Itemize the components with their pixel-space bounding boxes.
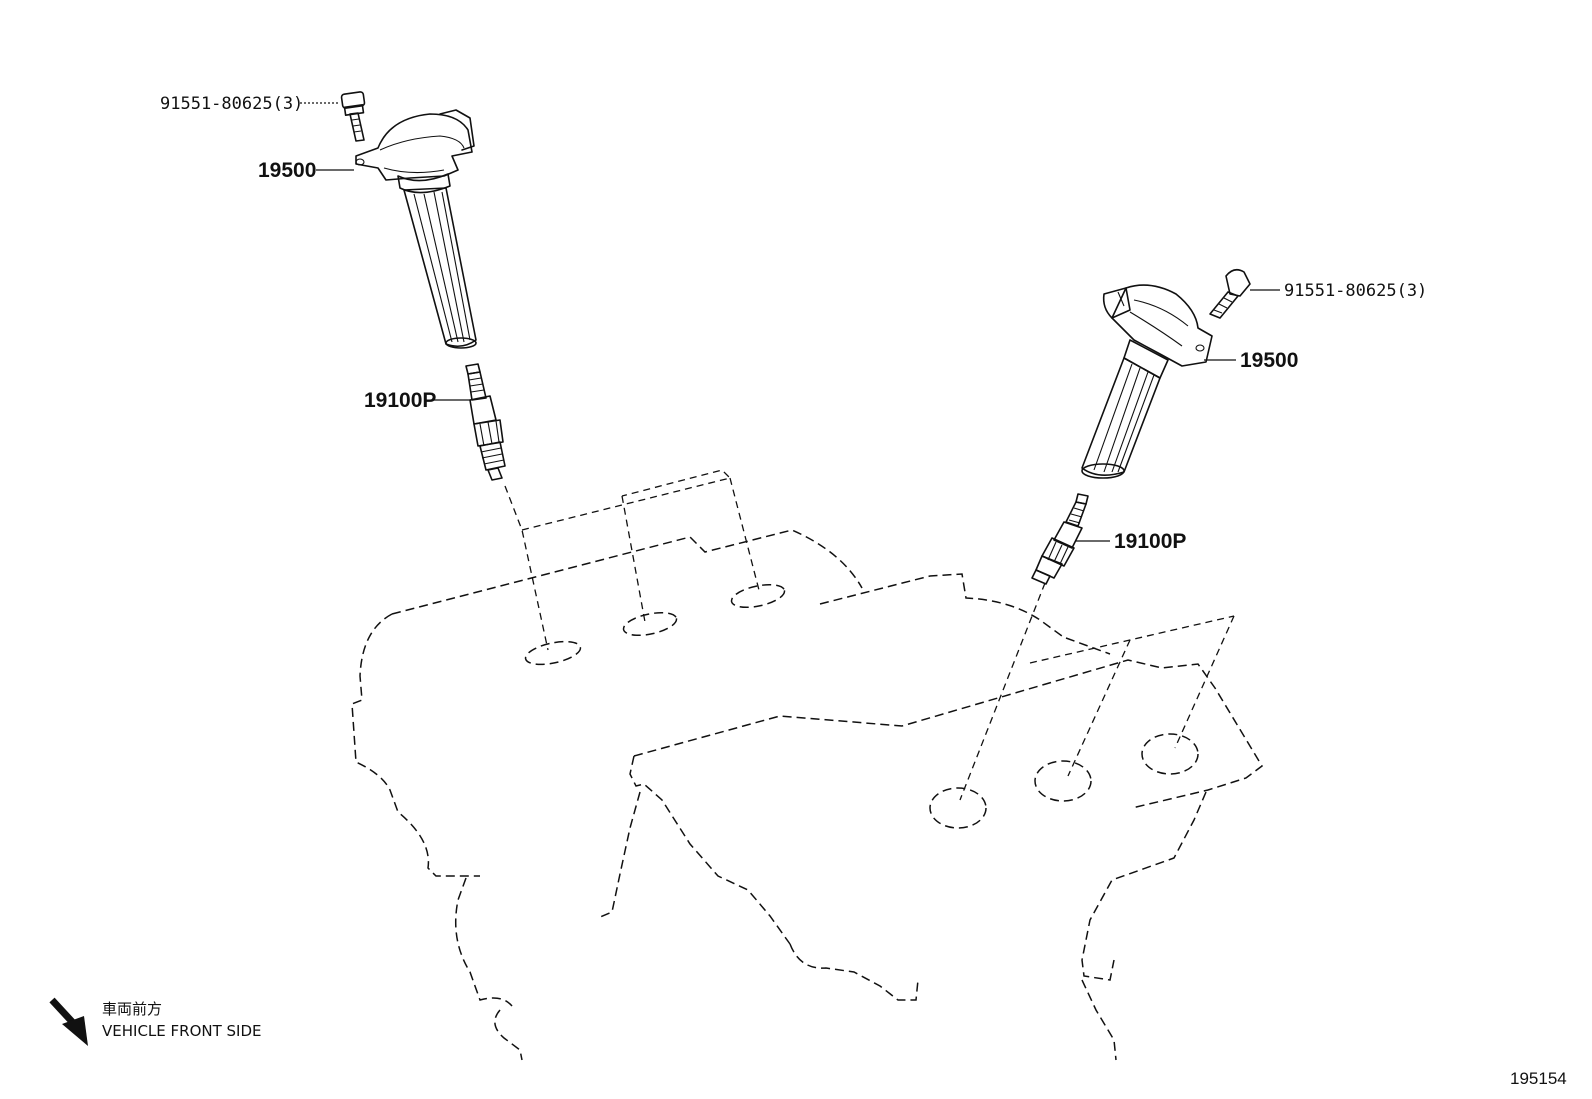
left-spark-plug xyxy=(465,363,506,481)
orientation-indicator: 車両前方 VEHICLE FRONT SIDE xyxy=(49,997,262,1046)
leader-lines xyxy=(300,102,1280,542)
label-bolt-left: 91551-80625(3) xyxy=(160,94,303,114)
left-bank-plug-wells xyxy=(524,583,786,666)
label-coil-right: 19500 xyxy=(1240,349,1298,372)
right-spark-plug xyxy=(1031,493,1089,585)
label-coil-left: 19500 xyxy=(258,159,316,182)
label-plug-left: 19100P xyxy=(364,389,436,412)
label-plug-right: 19100P xyxy=(1114,530,1186,553)
right-bank-plug-wells xyxy=(929,733,1199,829)
figure-number: 195154 xyxy=(1510,1069,1567,1088)
left-bolt xyxy=(340,91,366,142)
orientation-text-jp: 車両前方 xyxy=(102,1000,162,1018)
right-ignition-coil xyxy=(1081,284,1213,479)
orientation-text-en: VEHICLE FRONT SIDE xyxy=(102,1022,262,1040)
part-labels: 91551-80625(3) 19500 19100P 91551-80625(… xyxy=(160,94,1427,553)
engine-outline xyxy=(351,529,1263,1061)
front-direction-arrow-icon xyxy=(49,997,88,1046)
left-centerlines xyxy=(504,469,761,651)
right-centerlines xyxy=(959,582,1235,801)
left-ignition-coil xyxy=(355,109,477,349)
label-bolt-right: 91551-80625(3) xyxy=(1284,281,1427,301)
right-bolt xyxy=(1209,268,1251,319)
